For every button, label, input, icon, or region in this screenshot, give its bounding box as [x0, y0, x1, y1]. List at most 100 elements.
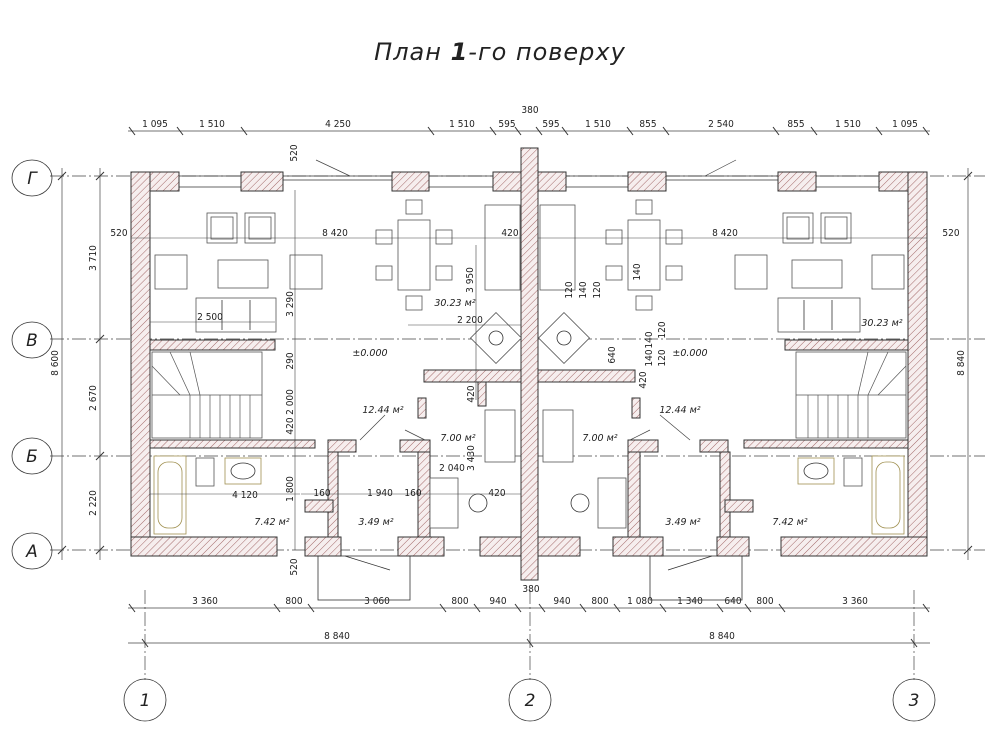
dimension-label-dims-bottom-7: 800 [591, 596, 608, 607]
dimension-label-dims-left_segments-2: 2 220 [88, 490, 99, 516]
dimension-label-dims-top-4: 595 [498, 119, 515, 130]
dimension-label-dims-inner-11: 290 [285, 352, 296, 369]
dimension-label-dims-top-1: 1 510 [199, 119, 225, 130]
bath-right-area: 7.42 м² [772, 517, 807, 528]
axis-bubble-col-1: 1 [123, 678, 167, 722]
dimension-label-dims-inner-27: 640 [607, 346, 618, 363]
dimension-label-dims-bottom-3: 800 [451, 596, 468, 607]
dimension-label-axes-cols-2: 3 [909, 691, 920, 711]
dimension-label-axes-rows-1: В [26, 331, 38, 351]
dimension-label-dims-inner-7: 3 950 [465, 267, 476, 293]
dimension-label-dims-inner-23: 140 [578, 281, 589, 298]
dimension-label-axes-cols-1: 2 [525, 691, 536, 711]
dimension-label-dims-inner-4: 8 420 [712, 228, 738, 239]
dimension-label-dims-inner-2: 520 [942, 228, 959, 239]
dimension-label-dims-bottom-11: 800 [756, 596, 773, 607]
hall-left-area: 7.00 м² [440, 433, 475, 444]
dimension-label-axes-cols-0: 1 [140, 691, 151, 711]
dimension-label-dims-inner-26: 120 [657, 321, 668, 338]
dimension-label-dims-right_total: 8 840 [956, 350, 967, 376]
living-left-area: 30.23 м² [434, 298, 475, 309]
dimension-label-dims-bottom-12: 3 360 [842, 596, 868, 607]
dimension-label-dims-bottom-9: 1 340 [677, 596, 703, 607]
dimension-label-dims-bottom-0: 3 360 [192, 596, 218, 607]
dimension-label-dims-inner-13: 420 [285, 417, 296, 434]
dimension-label-dims-left_total: 8 600 [50, 350, 61, 376]
dimension-label-axes-rows-3: А [25, 542, 38, 562]
dimension-label-dims-top-8: 855 [639, 119, 656, 130]
axis-bubble-row-V: В [11, 321, 53, 359]
dimension-label-dims-bottom-1: 800 [285, 596, 302, 607]
inner-dimension-labels: 520 520 520 8 420 8 420 420 420 3 950 3 … [110, 144, 959, 575]
party-wall [520, 147, 539, 581]
dimension-label-dims-inner-3: 8 420 [322, 228, 348, 239]
dimension-label-dims-inner-12: 2 000 [285, 389, 296, 415]
stair-right-area: 12.44 м² [659, 405, 700, 416]
dimension-label-dims-top-0: 1 095 [142, 119, 168, 130]
dimension-label-dims-inner-9: 2 500 [197, 312, 223, 323]
wc-left-area: 3.49 м² [358, 517, 393, 528]
dimension-label-dims-inner-21: 3 430 [466, 445, 477, 471]
dimension-label-dims-top-6: 595 [542, 119, 559, 130]
dimension-label-dims-inner-15: 4 120 [232, 490, 258, 501]
dimension-label-dims-top-10: 855 [787, 119, 804, 130]
dimension-label-dims-inner-28: 140 [644, 349, 655, 366]
exterior-walls [130, 171, 928, 557]
dimension-label-dims-top-3: 1 510 [449, 119, 475, 130]
dimension-label-dims-inner-16: 160 [313, 488, 330, 499]
axis-bubble-col-3: 3 [892, 678, 936, 722]
stair-left-area: 12.44 м² [362, 405, 403, 416]
dimension-label-dims-left_segments-1: 2 670 [88, 385, 99, 411]
furniture-right-unit [537, 199, 907, 535]
dimension-label-dims-bottom_total-0: 8 840 [324, 631, 350, 642]
dimension-label-dims-inner-8: 3 290 [285, 291, 296, 317]
room-area-labels: 30.23 м² 30.23 м² 12.44 м² 12.44 м² 7.00… [254, 298, 902, 528]
dimension-label-dims-inner-14: 1 800 [285, 476, 296, 502]
right-dimension-chain: 8 840 [956, 168, 973, 560]
level-mark-right: ±0.000 [672, 348, 707, 359]
dimension-label-dims-top-12: 1 095 [892, 119, 918, 130]
axis-bubble-col-2: 2 [508, 678, 552, 722]
dimension-label-dims-inner-0: 520 [289, 144, 300, 161]
dimension-label-dims-bottom-4: 940 [489, 596, 506, 607]
dimension-label-dims-left_segments-0: 3 710 [88, 245, 99, 271]
dimension-label-dims-inner-25: 140 [632, 263, 643, 280]
axis-bubble-row-A: А [11, 532, 53, 570]
dimension-label-dims-bottom-10: 640 [724, 596, 741, 607]
interior-walls [149, 339, 909, 538]
axis-bubble-row-G: Г [11, 159, 53, 197]
dimension-label-dims-inner-22: 120 [564, 281, 575, 298]
dimension-label-dims-inner-24: 120 [592, 281, 603, 298]
porches [317, 555, 743, 601]
door-swings [315, 159, 737, 441]
dimension-label-dims-top-5: 380 [521, 105, 538, 116]
windows [179, 175, 879, 188]
axis-bubble-row-B: Б [11, 437, 53, 475]
dimension-label-dims-inner-30: 140 [644, 331, 655, 348]
interior-dimension-lines [131, 190, 927, 550]
dimension-label-dims-top-11: 1 510 [835, 119, 861, 130]
dimension-label-dims-bottom-2: 3 060 [364, 596, 390, 607]
dimension-label-dims-inner-31: 420 [638, 371, 649, 388]
dimension-label-dims-inner-29: 120 [657, 349, 668, 366]
dimension-label-dims-inner-19: 2 040 [439, 463, 465, 474]
bath-left-area: 7.42 м² [254, 517, 289, 528]
title-suffix: -го поверху [468, 38, 626, 66]
dimension-label-dims-top-7: 1 510 [585, 119, 611, 130]
dimension-label-dims-inner-10: 2 200 [457, 315, 483, 326]
dimension-label-dims-top-2: 4 250 [325, 119, 351, 130]
dimension-label-dims-bottom-5: 380 [522, 584, 539, 595]
top-dimension-chain: 1 095 1 510 4 250 1 510 595 380 595 1 51… [128, 105, 930, 136]
dimension-label-dims-inner-6: 420 [488, 488, 505, 499]
dimension-label-dims-inner-20: 420 [466, 385, 477, 402]
dimension-label-dims-inner-18: 160 [404, 488, 421, 499]
level-mark-left: ±0.000 [352, 348, 387, 359]
bottom-overall-dimension: 8 840 8 840 [128, 631, 930, 648]
hall-right-area: 7.00 м² [582, 433, 617, 444]
wc-right-area: 3.49 м² [665, 517, 700, 528]
title-bold: 1 [450, 38, 469, 66]
dimension-label-dims-inner-1: 520 [110, 228, 127, 239]
bottom-dimension-chain: 3 360 800 3 060 800 940 380 940 800 1 08… [128, 584, 930, 613]
dimension-label-dims-bottom-6: 940 [553, 596, 570, 607]
